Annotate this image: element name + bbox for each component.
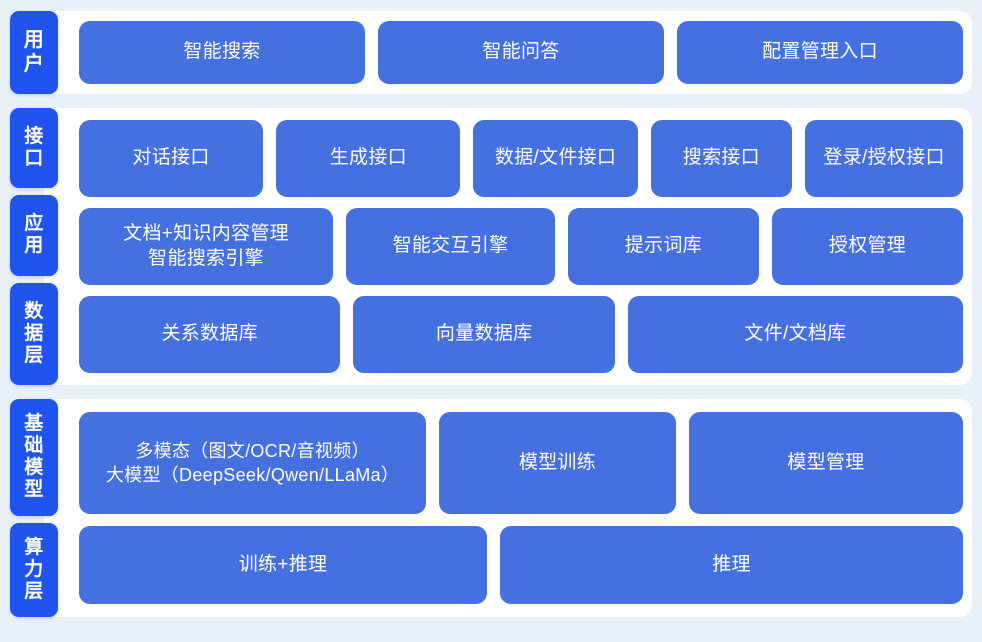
band-user: 用户 智能搜索 智能问答 配置管理入口 [10,11,972,94]
node-file-document-store[interactable]: 文件/文档库 [627,296,963,373]
node-smart-search[interactable]: 智能搜索 [79,21,365,84]
side-tab-application[interactable]: 应用 [10,195,58,276]
node-relational-database[interactable]: 关系数据库 [79,296,341,373]
node-data-file-api[interactable]: 数据/文件接口 [473,120,638,197]
node-training-plus-inference[interactable]: 训练+推理 [79,525,488,604]
side-tab-compute-layer[interactable]: 算力层 [10,522,58,617]
row-interface: 对话接口 生成接口 数据/文件接口 搜索接口 登录/授权接口 [79,120,964,197]
row-application: 文档+知识内容管理 智能搜索引擎 智能交互引擎 提示词库 授权管理 [79,208,963,285]
row-user-entries: 智能搜索 智能问答 配置管理入口 [79,21,963,84]
node-login-auth-api[interactable]: 登录/授权接口 [805,120,964,197]
node-inference[interactable]: 推理 [500,525,963,604]
band-foundation-card: 多模态（图文/OCR/音视频） 大模型（DeepSeek/Qwen/LLaMa）… [44,399,972,617]
node-vector-database[interactable]: 向量数据库 [353,296,615,373]
band-foundation-tab-column: 基础模型 算力层 [10,399,58,617]
side-tab-compute-layer-label: 算力层 [24,536,44,602]
side-tab-foundation-model-label: 基础模型 [24,413,44,501]
node-search-api[interactable]: 搜索接口 [650,120,793,197]
node-multimodal-large-model[interactable]: 多模态（图文/OCR/音视频） 大模型（DeepSeek/Qwen/LLaMa） [79,412,427,514]
side-tab-foundation-model[interactable]: 基础模型 [10,399,58,516]
row-model: 多模态（图文/OCR/音视频） 大模型（DeepSeek/Qwen/LLaMa）… [79,412,963,514]
row-data: 关系数据库 向量数据库 文件/文档库 [79,296,963,373]
node-model-training[interactable]: 模型训练 [439,412,676,514]
side-tab-data-layer-label: 数据层 [24,300,44,366]
band-user-tab-column: 用户 [10,11,58,94]
node-model-management[interactable]: 模型管理 [688,412,963,514]
node-smart-interaction-engine[interactable]: 智能交互引擎 [346,208,555,285]
side-tab-interface-label: 接口 [24,126,44,170]
band-user-card: 智能搜索 智能问答 配置管理入口 [44,11,972,94]
row-compute: 训练+推理 推理 [79,525,963,604]
node-document-knowledge-management[interactable]: 文档+知识内容管理 智能搜索引擎 [79,208,334,285]
side-tab-data-layer[interactable]: 数据层 [10,282,58,386]
band-foundation: 基础模型 算力层 多模态（图文/OCR/音视频） 大模型（DeepSeek/Qw… [10,399,972,617]
band-middle: 接口 应用 数据层 对话接口 生成接口 数据/文件接口 搜索接口 登录/授权接口… [10,108,972,386]
node-config-management-entry[interactable]: 配置管理入口 [677,21,963,84]
node-generation-api[interactable]: 生成接口 [276,120,461,197]
side-tab-user[interactable]: 用户 [10,11,58,94]
side-tab-application-label: 应用 [24,213,44,257]
side-tab-user-label: 用户 [23,29,45,75]
side-tab-interface[interactable]: 接口 [10,108,58,189]
node-dialog-api[interactable]: 对话接口 [79,120,264,197]
node-smart-qa[interactable]: 智能问答 [378,21,664,84]
band-middle-tab-column: 接口 应用 数据层 [10,108,58,386]
node-prompt-library[interactable]: 提示词库 [567,208,759,285]
band-middle-card: 对话接口 生成接口 数据/文件接口 搜索接口 登录/授权接口 文档+知识内容管理… [44,108,972,385]
node-authorization-management[interactable]: 授权管理 [771,208,963,285]
